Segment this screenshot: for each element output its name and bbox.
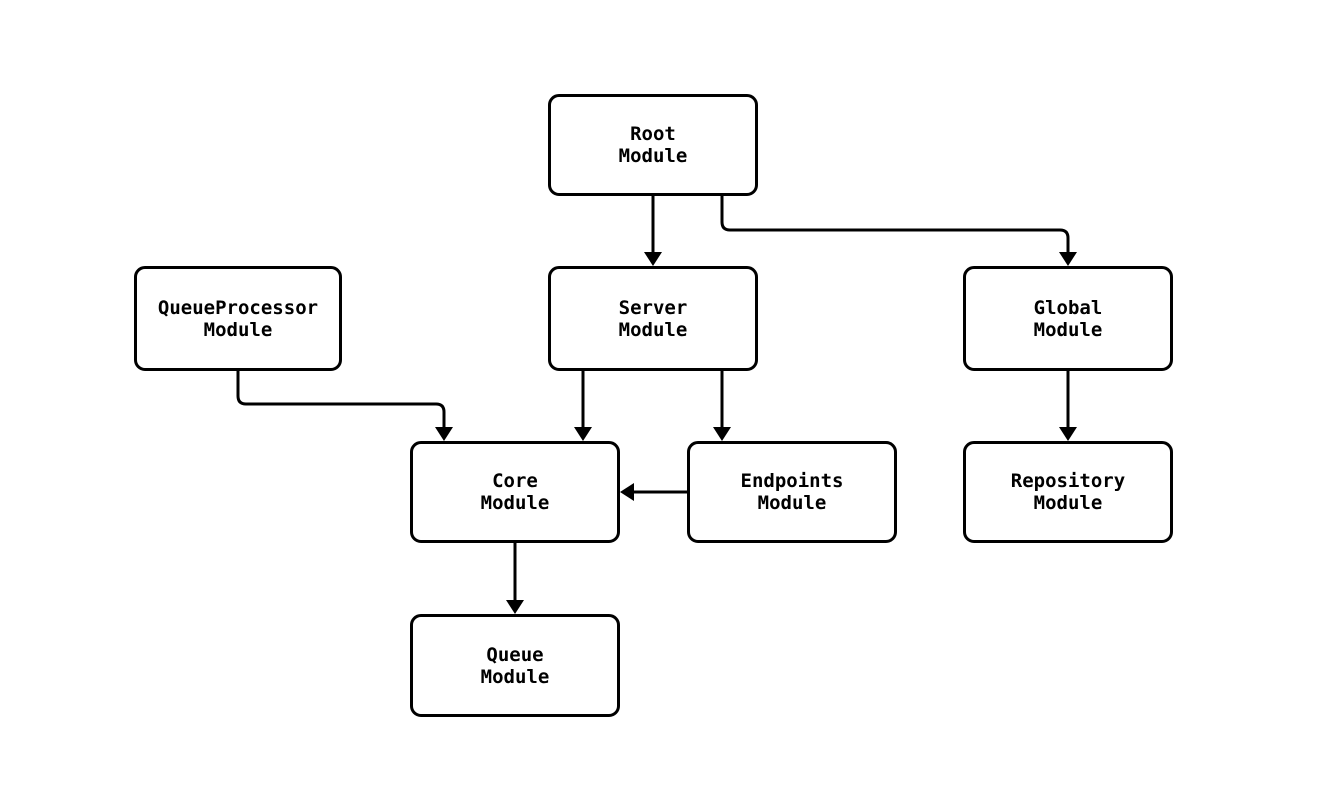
arrowhead-core-to-queue xyxy=(506,600,524,614)
arrowhead-endpoints-to-core xyxy=(620,483,634,501)
node-queueprocessor-module[interactable]: QueueProcessor Module xyxy=(134,266,342,371)
edge-queueprocessor-to-core xyxy=(236,371,446,427)
arrowhead-root-to-global xyxy=(1059,252,1077,266)
arrowhead-queueprocessor-to-core xyxy=(435,427,453,441)
node-server-module-label: Server Module xyxy=(618,296,688,341)
node-repository-module[interactable]: Repository Module xyxy=(963,441,1173,543)
node-core-module-label: Core Module xyxy=(480,470,550,514)
edge-root-to-global xyxy=(720,196,1070,252)
node-global-module-label: Global Module xyxy=(1033,296,1103,341)
node-queue-module[interactable]: Queue Module xyxy=(410,614,620,717)
arrowhead-global-to-repository xyxy=(1059,427,1077,441)
node-queue-module-label: Queue Module xyxy=(480,643,550,688)
node-endpoints-module-label: Endpoints Module xyxy=(740,470,844,514)
node-queueprocessor-module-label: QueueProcessor Module xyxy=(157,296,319,341)
node-repository-module-label: Repository Module xyxy=(1010,470,1126,514)
node-root-module[interactable]: Root Module xyxy=(548,94,758,196)
node-global-module[interactable]: Global Module xyxy=(963,266,1173,371)
node-root-module-label: Root Module xyxy=(618,123,688,167)
node-server-module[interactable]: Server Module xyxy=(548,266,758,371)
arrowhead-server-to-core xyxy=(574,427,592,441)
arrowhead-server-to-endpoints xyxy=(713,427,731,441)
node-endpoints-module[interactable]: Endpoints Module xyxy=(687,441,897,543)
arrowhead-root-to-server xyxy=(644,252,662,266)
node-core-module[interactable]: Core Module xyxy=(410,441,620,543)
